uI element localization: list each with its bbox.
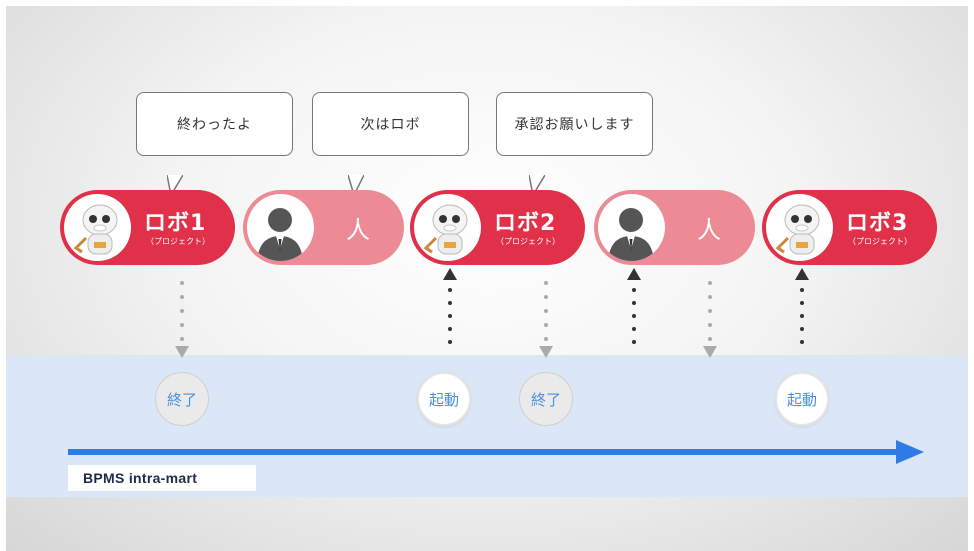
actor-name: 人 xyxy=(697,216,721,244)
actor-subtitle: （プロジェクト） xyxy=(848,237,912,246)
connector-up-2 xyxy=(627,268,641,344)
actor-robot-3: ロボ3 （プロジェクト） xyxy=(762,190,937,265)
robot-mascot-icon xyxy=(64,194,131,261)
event-label: 起動 xyxy=(786,390,817,409)
robot-mascot-icon xyxy=(766,194,833,261)
actor-name: ロボ2 xyxy=(494,211,557,236)
timeline-arrow xyxy=(68,440,924,464)
event-end-2: 終了 xyxy=(519,372,573,426)
event-end-1: 終了 xyxy=(155,372,209,426)
actor-subtitle: （プロジェクト） xyxy=(146,237,210,246)
event-label: 終了 xyxy=(166,390,197,409)
event-label: 起動 xyxy=(428,390,459,409)
speech-bubble-2: 次はロボ xyxy=(312,92,469,196)
actor-human-1: 人 xyxy=(243,190,404,265)
actor-name: ロボ3 xyxy=(846,211,909,236)
speech-bubble-3: 承認お願いします xyxy=(496,92,653,196)
actor-subtitle: （プロジェクト） xyxy=(496,237,560,246)
actor-human-2: 人 xyxy=(594,190,755,265)
person-silhouette-icon xyxy=(598,194,665,261)
frame-top xyxy=(0,0,974,6)
robot-mascot-icon xyxy=(414,194,481,261)
event-start-2: 起動 xyxy=(775,372,829,426)
timeline-label: BPMS intra-mart xyxy=(68,465,256,491)
frame-left xyxy=(0,0,6,551)
connector-down-3 xyxy=(703,281,717,358)
connector-down-2 xyxy=(539,281,553,358)
event-label: 終了 xyxy=(530,390,561,409)
connector-up-1 xyxy=(443,268,457,344)
person-silhouette-icon xyxy=(247,194,314,261)
speech-bubble-text: 次はロボ xyxy=(360,117,421,133)
speech-bubble-text: 承認お願いします xyxy=(514,117,635,133)
actor-robot-2: ロボ2 （プロジェクト） xyxy=(410,190,585,265)
actor-name: ロボ1 xyxy=(144,211,207,236)
frame-right xyxy=(968,0,974,551)
connector-up-3 xyxy=(795,268,809,344)
event-start-1: 起動 xyxy=(417,372,471,426)
actor-robot-1: ロボ1 （プロジェクト） xyxy=(60,190,235,265)
connector-down-1 xyxy=(175,281,189,358)
speech-bubble-text: 終わったよ xyxy=(177,117,252,133)
actor-name: 人 xyxy=(346,216,370,244)
